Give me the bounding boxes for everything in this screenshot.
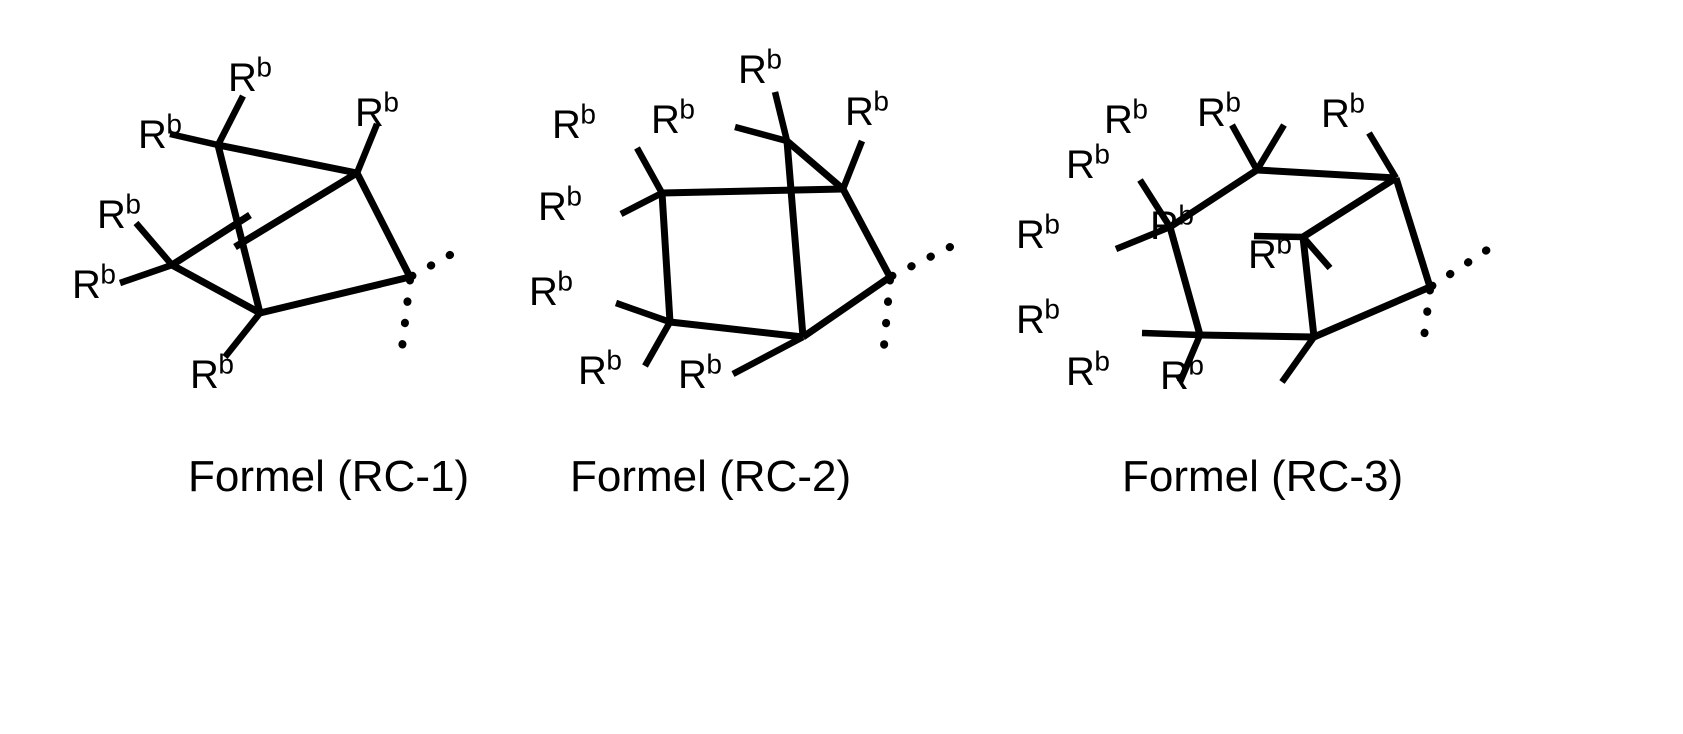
- rb-label: Rb: [1150, 199, 1194, 248]
- bond-tr-innerbridge: [1301, 175, 1398, 240]
- caption-rc-2: Formel (RC-2): [570, 452, 852, 501]
- bond-tr-right: [1392, 176, 1434, 289]
- bond-lu-ll: [658, 192, 674, 323]
- sub-bond-left-outer: [634, 146, 665, 195]
- sub-bond-bottom-left: [642, 320, 673, 368]
- sub-bond-top-right: [839, 139, 866, 191]
- bond-ll-bm: [1199, 331, 1315, 341]
- bond-tl-tr: [217, 141, 358, 177]
- bond-left-bottom: [170, 261, 262, 317]
- sub-bond-top: [215, 94, 246, 147]
- sub-bond-inner-left: [1253, 232, 1304, 241]
- caption-rc-3: Formel (RC-3): [1122, 452, 1404, 501]
- rb-label: Rb: [1248, 228, 1292, 277]
- bond-tr-right: [353, 171, 414, 279]
- bond-bridge-left-in: [170, 212, 252, 268]
- bond-lu-ll: [1166, 226, 1204, 336]
- rc-3-skeleton: [1166, 166, 1434, 341]
- rb-label: Rb: [228, 51, 272, 100]
- sub-bond-top-mid: [1229, 123, 1260, 172]
- rb-label: Rb: [738, 43, 782, 92]
- rb-label: Rb: [1066, 138, 1110, 187]
- rb-label: Rb: [538, 180, 582, 229]
- rb-label: Rb: [1321, 87, 1365, 136]
- rc-3-open-bonds: [1418, 244, 1494, 357]
- bond-topbridge-tr: [784, 138, 846, 192]
- sub-bond-upper-right: [353, 122, 381, 175]
- sub-bond-bottom-mid: [1279, 335, 1317, 384]
- rb-label: Rb: [845, 85, 889, 134]
- rb-label: Rb: [529, 265, 573, 314]
- open-bond-upper-dotted: [1428, 244, 1494, 290]
- bond-bm-right: [1312, 283, 1432, 341]
- rb-label: Rb: [1066, 345, 1110, 394]
- rc-1-skeleton: [170, 141, 414, 317]
- rb-label: Rb: [552, 98, 596, 147]
- sub-bond-left-upper: [619, 190, 664, 217]
- sub-bond-lower-left: [118, 261, 174, 287]
- sub-bond-upper-left: [169, 130, 219, 149]
- bond-bridge-tr-in: [233, 170, 359, 250]
- rb-label: Rb: [1197, 86, 1241, 135]
- sub-bond-top-left: [734, 123, 788, 145]
- bond-tm-lu: [1168, 167, 1259, 230]
- rc-1-substituent-bonds: [118, 94, 381, 360]
- bond-tr-right: [839, 187, 894, 279]
- rb-label: Rb: [72, 258, 116, 307]
- bond-bm-right: [801, 274, 892, 340]
- bond-ll-bm: [669, 318, 804, 341]
- bond-topbridge-bm: [783, 140, 807, 338]
- sub-bond-top-mid-2: [1254, 123, 1287, 172]
- rb-label: Rb: [355, 86, 399, 135]
- rc-2-skeleton: [658, 138, 894, 341]
- sub-bond-left-lower: [614, 299, 672, 326]
- sub-bond-bottom-mid: [731, 334, 805, 377]
- sub-bond-top: [771, 91, 791, 142]
- sub-bond-bottom-left: [1177, 333, 1203, 384]
- rb-label: Rb: [678, 348, 722, 397]
- sub-bond-left-outer: [1114, 223, 1172, 253]
- sub-bond-mid-left: [133, 220, 175, 268]
- rb-label: Rb: [138, 108, 182, 157]
- rb-label: Rb: [651, 93, 695, 142]
- caption-rc-1: Formel (RC-1): [188, 452, 470, 501]
- sub-bond-inner-right: [1300, 234, 1333, 271]
- rb-label: Rb: [1016, 293, 1060, 342]
- sub-bond-left-upper: [1137, 178, 1173, 229]
- bond-lu-tr: [661, 185, 844, 197]
- rb-label: Rb: [1160, 349, 1204, 398]
- rc-2-substituent-bonds: [614, 91, 866, 377]
- bond-innerbridge-bm: [1299, 236, 1318, 338]
- rb-label: Rb: [97, 188, 141, 237]
- rb-label: Rb: [1016, 208, 1060, 257]
- sub-bond-bottom: [222, 310, 263, 360]
- rb-label: Rb: [1104, 93, 1148, 142]
- bond-tm-tr: [1256, 166, 1397, 182]
- rb-label: Rb: [190, 348, 234, 397]
- rc-3-substituent-bonds: [1114, 123, 1399, 384]
- bond-bottom-right: [259, 273, 411, 317]
- open-bond-lower-dotted: [1418, 286, 1434, 357]
- sub-bond-bottom-left-outer: [1141, 329, 1201, 339]
- bond-tl-bottom: [214, 144, 264, 314]
- rb-label: Rb: [578, 344, 622, 393]
- sub-bond-top-right: [1366, 131, 1399, 180]
